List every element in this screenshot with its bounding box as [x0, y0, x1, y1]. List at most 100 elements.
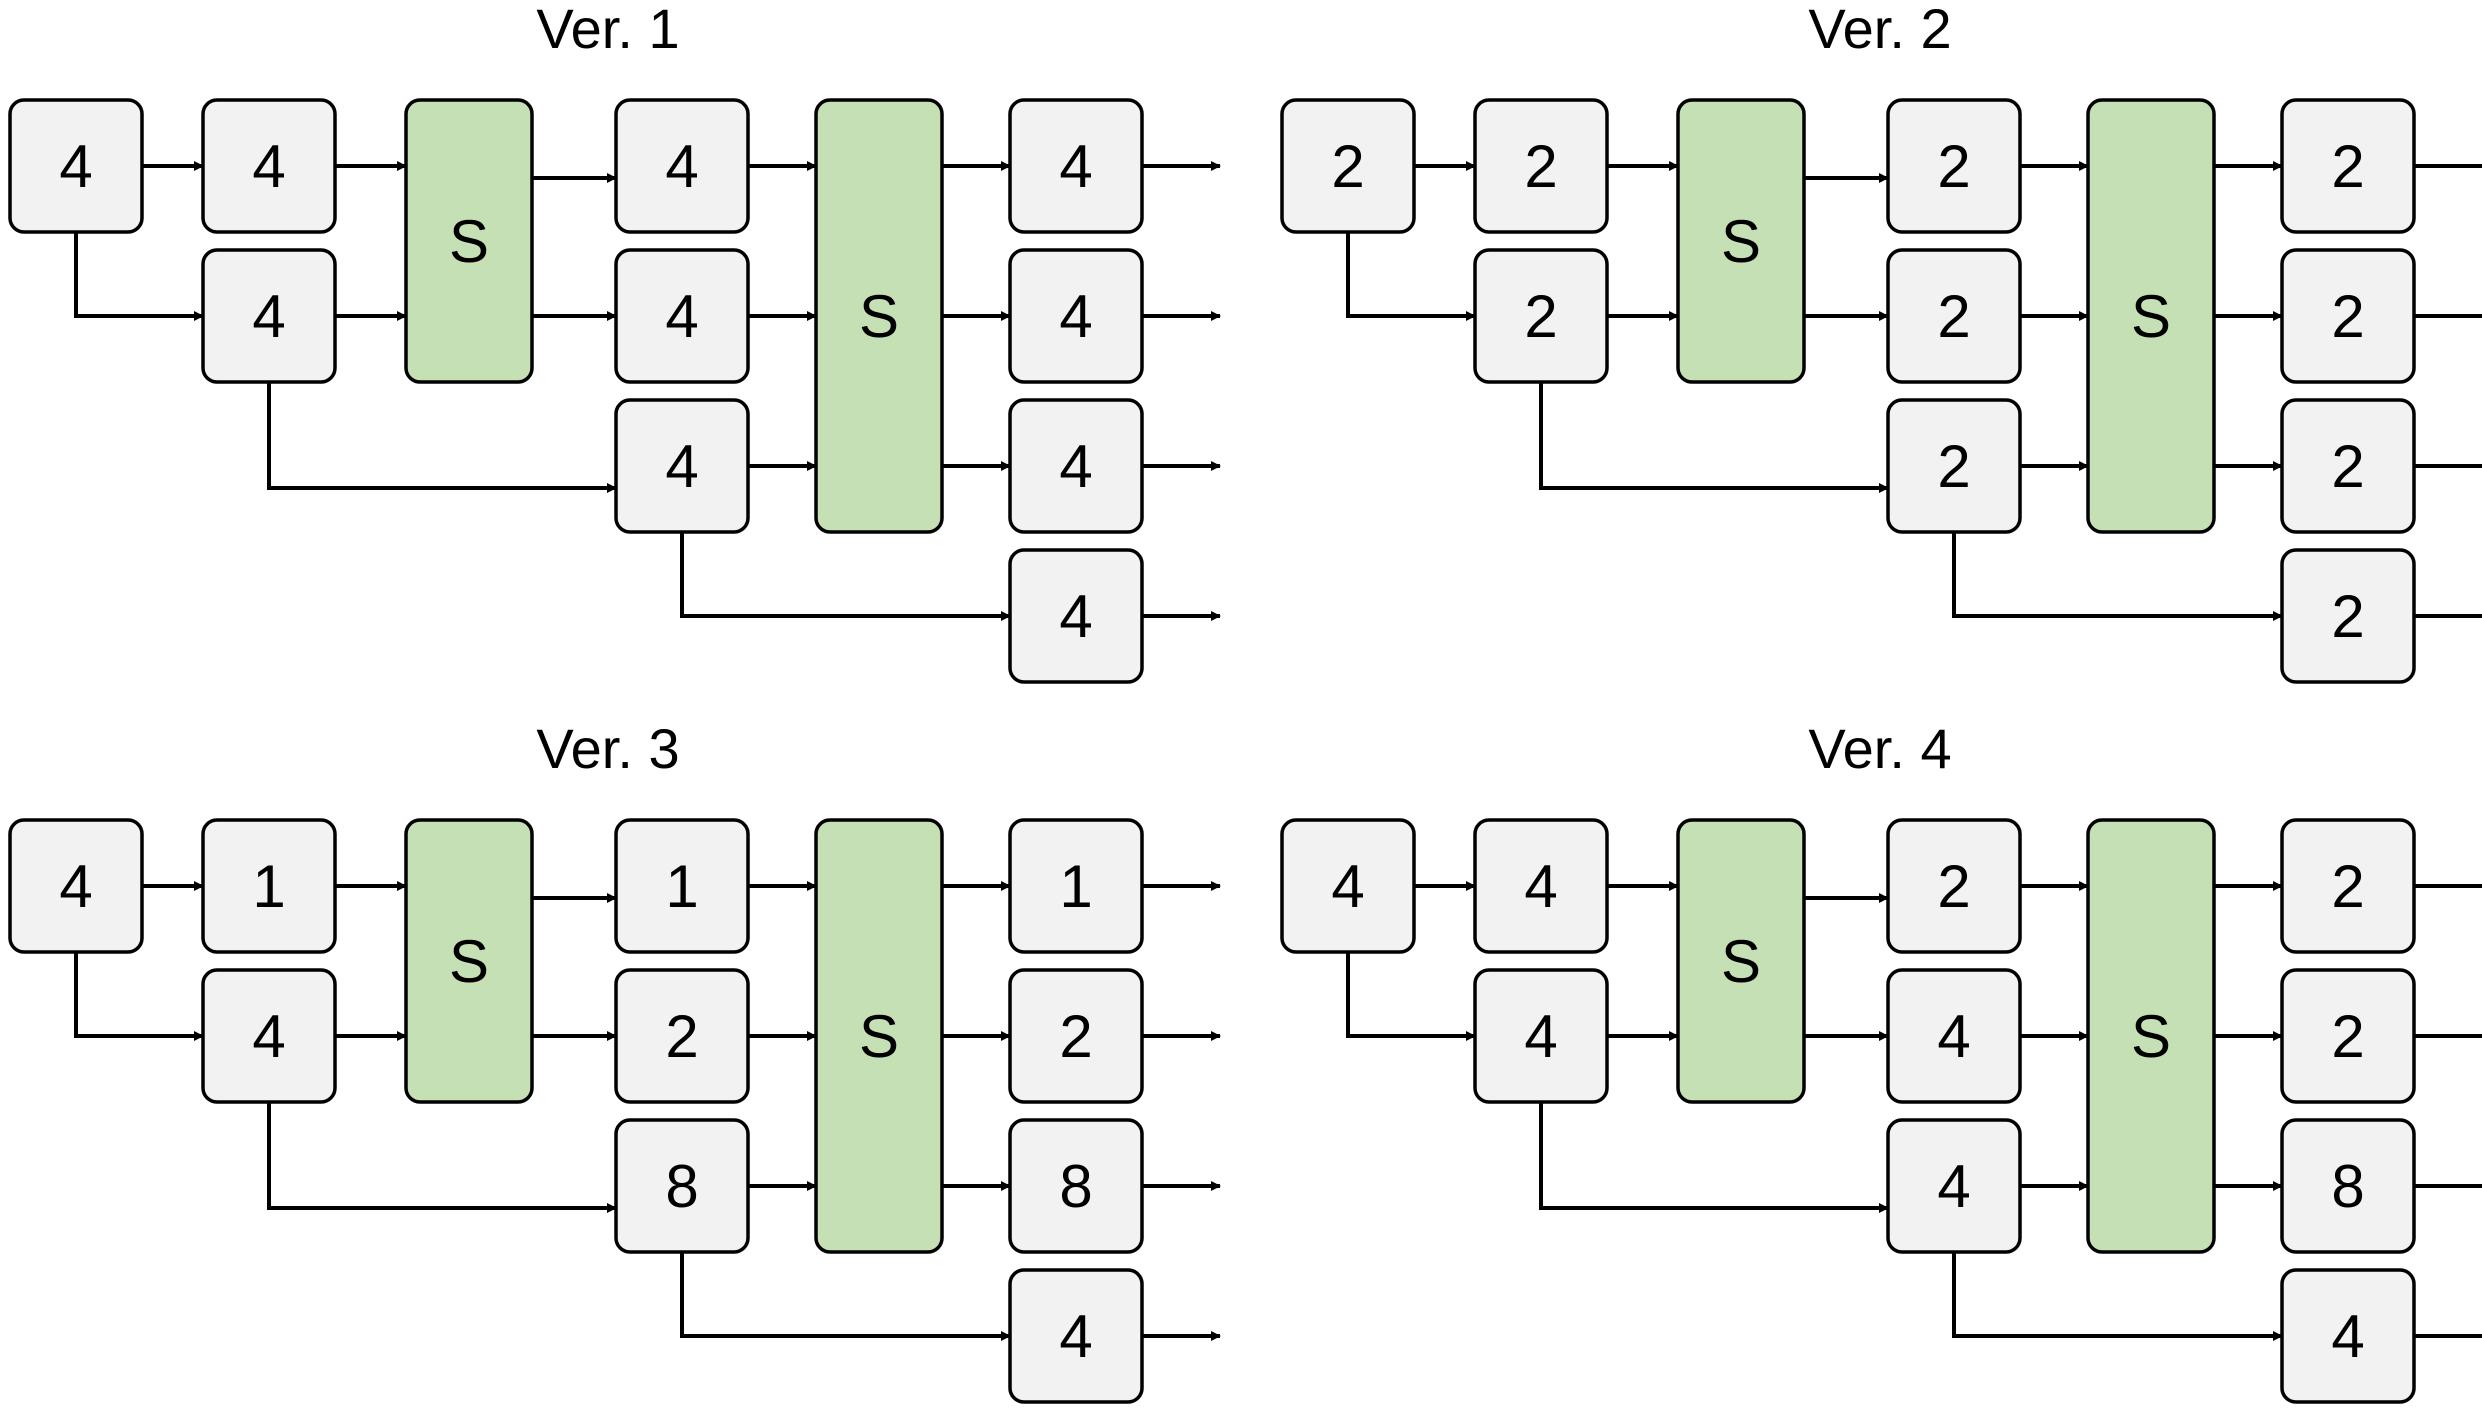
- branch-c1-c3row2: [267, 382, 617, 493]
- block-c5-row2: 4: [1008, 398, 1144, 534]
- block-value: 4: [1331, 853, 1364, 920]
- block-value: 2: [2331, 1003, 2364, 1070]
- block-value: 2: [1059, 1003, 1092, 1070]
- block-c5-row0: 4: [1008, 98, 1144, 234]
- block-c3-row0: 4: [614, 98, 750, 234]
- block-c3-row1: 4: [614, 248, 750, 384]
- block-value: 8: [2331, 1153, 2364, 1220]
- block-value: 2: [1524, 283, 1557, 350]
- branch-c1-c3row2: [1539, 382, 1889, 493]
- switch-label: S: [1721, 928, 1761, 995]
- block-value: 4: [2331, 1303, 2364, 1370]
- block-value: 4: [252, 133, 285, 200]
- switch-block-2: S: [2086, 98, 2216, 534]
- block-c5-row0: 2: [2280, 98, 2416, 234]
- block-c1-row0: 4: [1473, 818, 1609, 954]
- branch-c3-c5row3: [1952, 1252, 2283, 1341]
- block-c3-row1: 2: [614, 968, 750, 1104]
- block-value: 4: [1059, 583, 1092, 650]
- block-value: 4: [1059, 433, 1092, 500]
- block-c3-row0: 1: [614, 818, 750, 954]
- block-c5-row0: 1: [1008, 818, 1144, 954]
- block-c5-row3: 4: [1008, 1268, 1144, 1404]
- block-value: 1: [252, 853, 285, 920]
- branch-c3-c5row3: [1952, 532, 2283, 621]
- block-c3-row0: 2: [1886, 98, 2022, 234]
- switch-label: S: [1721, 208, 1761, 275]
- switch-block-1: S: [404, 98, 534, 384]
- block-c1-row0: 1: [201, 818, 337, 954]
- switch-block-2: S: [2086, 818, 2216, 1254]
- block-value: 2: [1937, 853, 1970, 920]
- block-value: 2: [2331, 433, 2364, 500]
- block-value: 2: [2331, 133, 2364, 200]
- block-value: 2: [1937, 433, 1970, 500]
- block-value: 1: [1059, 853, 1092, 920]
- block-c0-row0: 4: [8, 98, 144, 234]
- block-c1-row0: 4: [201, 98, 337, 234]
- block-value: 1: [665, 853, 698, 920]
- switch-block-1: S: [404, 818, 534, 1104]
- block-c0-row0: 4: [1280, 818, 1416, 954]
- switch-label: S: [449, 208, 489, 275]
- block-value: 4: [1524, 1003, 1557, 1070]
- switch-label: S: [859, 283, 899, 350]
- block-c3-row2: 2: [1886, 398, 2022, 534]
- block-value: 2: [665, 1003, 698, 1070]
- block-c3-row2: 4: [614, 398, 750, 534]
- block-value: 4: [1059, 283, 1092, 350]
- switch-label: S: [2131, 1003, 2171, 1070]
- block-c5-row2: 8: [1008, 1118, 1144, 1254]
- panel-title: Ver. 1: [536, 0, 679, 60]
- block-value: 4: [1937, 1153, 1970, 1220]
- block-value: 2: [1937, 283, 1970, 350]
- block-value: 8: [1059, 1153, 1092, 1220]
- block-value: 4: [59, 133, 92, 200]
- block-c5-row1: 2: [2280, 968, 2416, 1104]
- block-value: 2: [2331, 853, 2364, 920]
- block-c5-row3: 4: [2280, 1268, 2416, 1404]
- block-c3-row2: 4: [1886, 1118, 2022, 1254]
- block-c5-row1: 2: [1008, 968, 1144, 1104]
- block-value: 2: [1937, 133, 1970, 200]
- branch-c3-c5row3: [680, 532, 1011, 621]
- switch-label: S: [859, 1003, 899, 1070]
- switch-block-1: S: [1676, 98, 1806, 384]
- block-c5-row2: 2: [2280, 398, 2416, 534]
- block-c5-row1: 4: [1008, 248, 1144, 384]
- block-c3-row1: 2: [1886, 248, 2022, 384]
- block-c0-row0: 4: [8, 818, 144, 954]
- branch-c0-c1row1: [74, 232, 204, 321]
- branch-c3-c5row3: [680, 1252, 1011, 1341]
- block-c5-row3: 4: [1008, 548, 1144, 684]
- branch-c1-c3row2: [267, 1102, 617, 1213]
- block-value: 4: [1524, 853, 1557, 920]
- block-c3-row1: 4: [1886, 968, 2022, 1104]
- block-value: 2: [1524, 133, 1557, 200]
- panel-title: Ver. 2: [1808, 0, 1951, 60]
- block-c1-row1: 4: [201, 968, 337, 1104]
- block-value: 4: [1937, 1003, 1970, 1070]
- block-c5-row3: 2: [2280, 548, 2416, 684]
- block-c0-row0: 2: [1280, 98, 1416, 234]
- block-value: 4: [252, 283, 285, 350]
- block-value: 4: [665, 133, 698, 200]
- block-value: 4: [1059, 1303, 1092, 1370]
- block-value: 2: [2331, 283, 2364, 350]
- block-value: 4: [252, 1003, 285, 1070]
- branch-c0-c1row1: [1346, 952, 1476, 1041]
- switch-label: S: [2131, 283, 2171, 350]
- block-c5-row1: 2: [2280, 248, 2416, 384]
- block-value: 4: [665, 283, 698, 350]
- branch-c0-c1row1: [1346, 232, 1476, 321]
- block-c1-row1: 4: [1473, 968, 1609, 1104]
- panel-title: Ver. 4: [1808, 717, 1951, 780]
- branch-c1-c3row2: [1539, 1102, 1889, 1213]
- block-value: 4: [665, 433, 698, 500]
- block-c3-row2: 8: [614, 1118, 750, 1254]
- block-c1-row1: 4: [201, 248, 337, 384]
